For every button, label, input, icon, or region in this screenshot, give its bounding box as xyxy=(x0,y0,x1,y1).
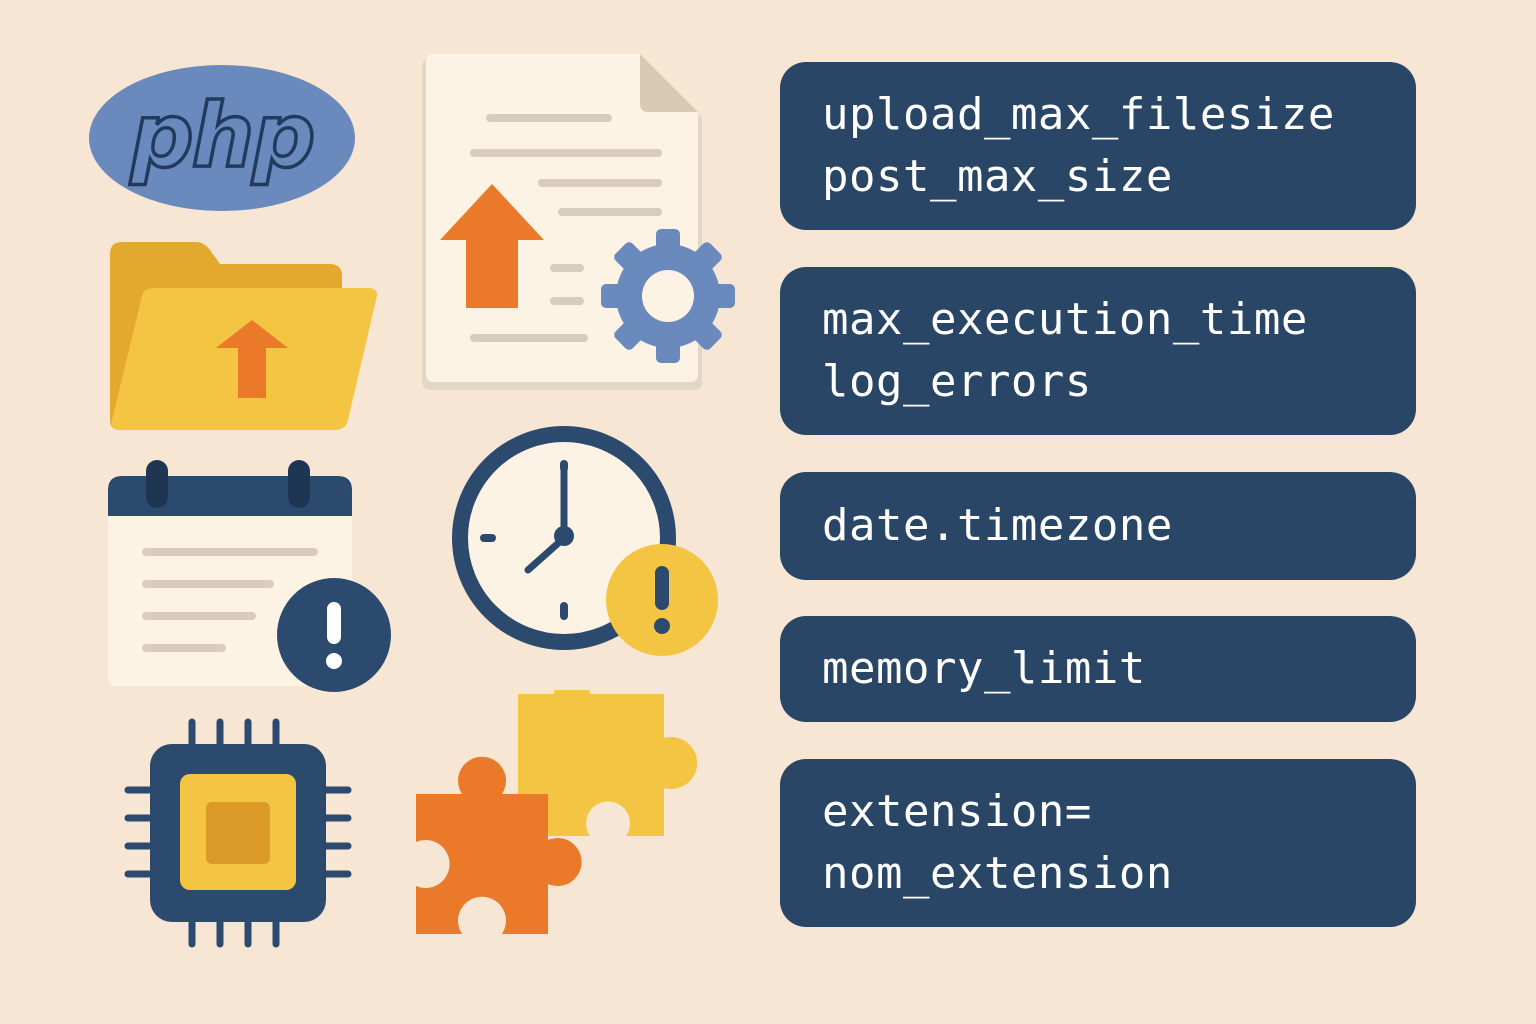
directive-max-execution-time: max_execution_time xyxy=(822,294,1308,345)
directive-extension-name: nom_extension xyxy=(822,848,1173,899)
directive-card-extension: extension= nom_extension xyxy=(780,759,1416,927)
directive-upload-max-filesize: upload_max_filesize xyxy=(822,89,1335,140)
puzzle-pieces-icon xyxy=(414,690,704,938)
directive-card-execution: max_execution_time log_errors xyxy=(780,267,1416,435)
calendar-alert-icon xyxy=(106,458,394,694)
directive-extension: extension= xyxy=(822,786,1092,837)
directive-date-timezone: date.timezone xyxy=(822,500,1173,551)
php-logo-text: php xyxy=(130,84,314,187)
folder-upload-icon xyxy=(108,240,380,432)
clock-alert-icon xyxy=(450,424,722,660)
directive-card-memory: memory_limit xyxy=(780,616,1416,722)
document-upload-settings-icon xyxy=(418,52,740,392)
directive-post-max-size: post_max_size xyxy=(822,151,1173,202)
cpu-chip-icon xyxy=(124,718,352,948)
directive-log-errors: log_errors xyxy=(822,356,1092,407)
directive-memory-limit: memory_limit xyxy=(822,643,1146,694)
directive-card-timezone: date.timezone xyxy=(780,472,1416,580)
php-logo-icon: php xyxy=(88,63,356,213)
directive-card-upload: upload_max_filesize post_max_size xyxy=(780,62,1416,230)
